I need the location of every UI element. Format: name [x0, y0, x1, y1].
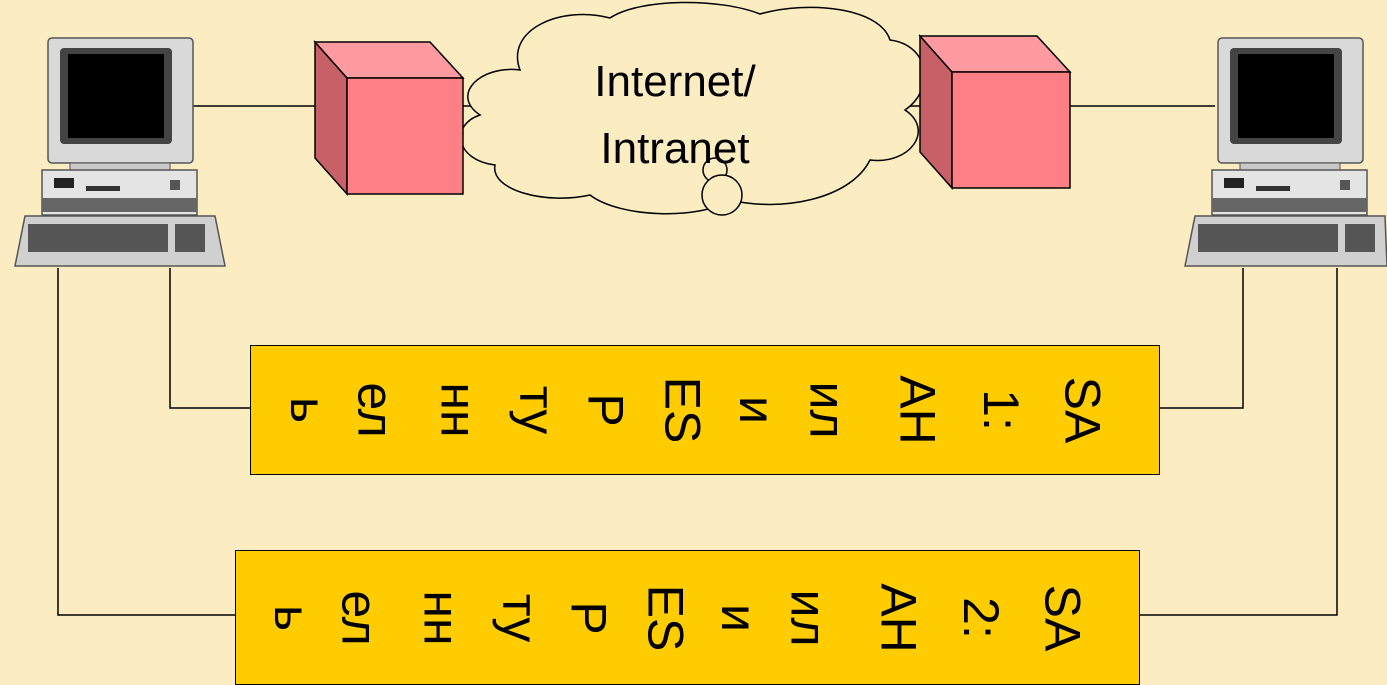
link-right-tunnel1 — [1160, 268, 1244, 409]
tunnel-1-char: ES — [654, 376, 711, 444]
link-left-tunnel1 — [169, 268, 250, 409]
tunnel-1-char: P — [577, 393, 634, 427]
tunnel-2-char: P — [560, 600, 617, 635]
tunnel-1-char: AH — [889, 375, 946, 445]
cloud-label-line2: Intranet — [600, 124, 750, 173]
tunnel-2-char: SA — [1034, 584, 1091, 651]
cloud-label-line1: Internet/ — [594, 57, 756, 106]
tunnel-2-char: ел — [331, 589, 388, 646]
tunnel-1-char: SA — [1054, 376, 1111, 444]
tunnel-2-char: 2: — [953, 596, 1010, 639]
tunnel-2-char: нн — [413, 589, 470, 646]
computer-icon — [1184, 37, 1387, 267]
computer-icon — [14, 37, 226, 267]
cloud-icon — [460, 1, 926, 216]
tunnel-2-char: ту — [492, 593, 549, 642]
gateway-cube-icon — [313, 40, 465, 196]
security-association-tunnel-1: SA 1: AH ил и ES P ту нн ел ь — [250, 345, 1160, 475]
tunnel-2-char: AH — [870, 582, 927, 653]
security-association-tunnel-2: SA 2: AH ил и ES P ту нн ел ь — [235, 550, 1140, 685]
tunnel-1-char: ту — [509, 385, 566, 435]
tunnel-2-char: ил — [780, 588, 837, 647]
tunnel-2-char: ES — [637, 584, 694, 651]
tunnel-1-char: ел — [347, 382, 404, 438]
tunnel-1-label: SA 1: AH ил и ES P ту нн ел ь — [251, 346, 1159, 474]
tunnel-1-char: 1: — [972, 389, 1029, 431]
gateway-cube-icon — [918, 34, 1072, 190]
tunnel-1-char: ил — [799, 381, 856, 439]
tunnel-1-char: нн — [430, 382, 487, 438]
tunnel-2-label: SA 2: AH ил и ES P ту нн ел ь — [236, 551, 1139, 684]
tunnel-1-char: и — [729, 396, 786, 424]
tunnel-2-char: ь — [264, 604, 321, 631]
tunnel-2-char: и — [711, 603, 768, 632]
tunnel-1-char: ь — [279, 396, 336, 424]
link-left-tunnel2 — [57, 268, 235, 616]
link-right-tunnel2 — [1140, 268, 1338, 616]
